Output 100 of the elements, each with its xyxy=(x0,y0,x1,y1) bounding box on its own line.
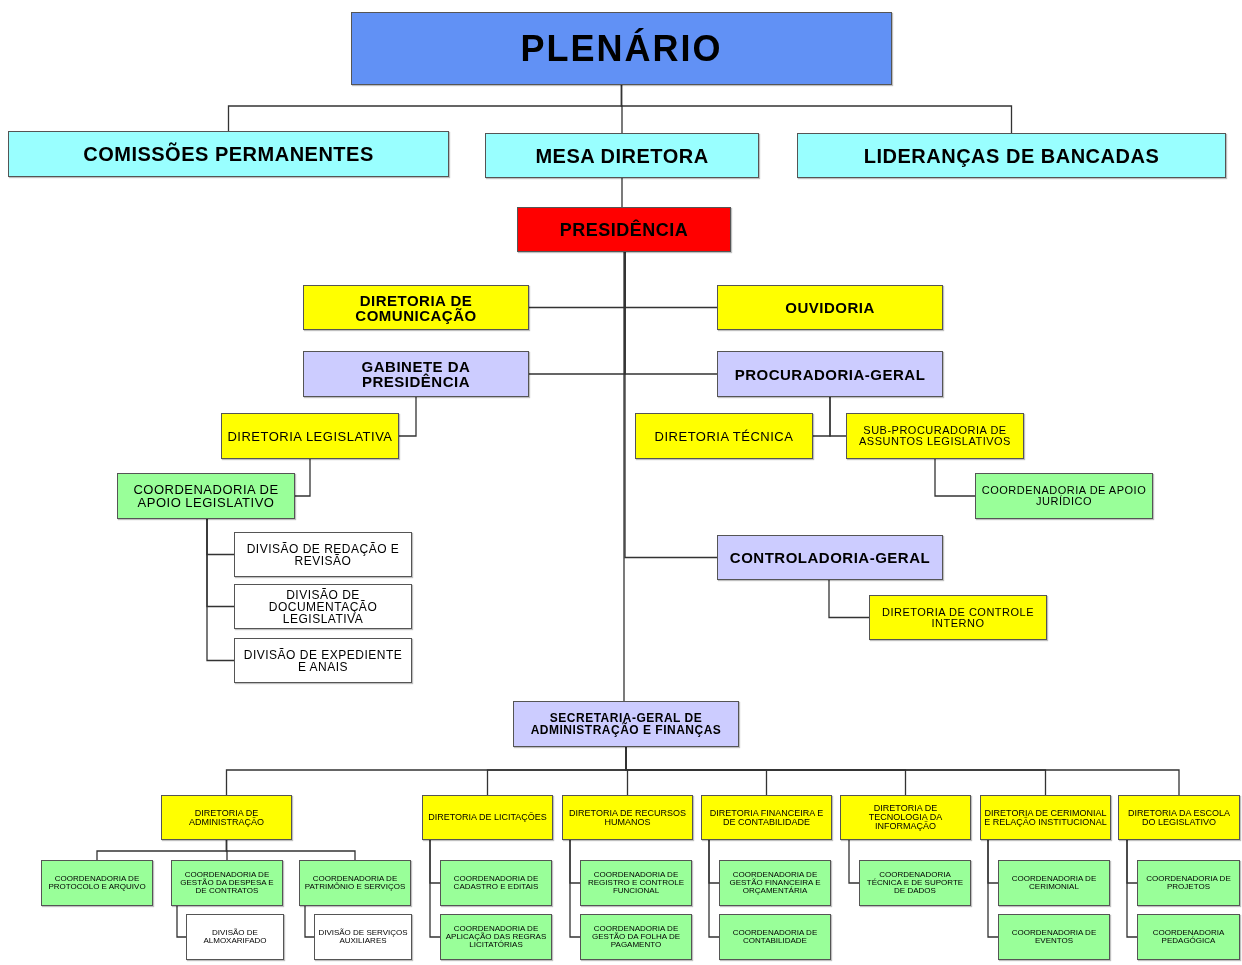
unit-name: DIVISÃO DE REDAÇÃO E REVISÃO xyxy=(245,542,401,567)
unit-name: COORDENADORIA DE CERIMONIAL xyxy=(1010,875,1098,891)
org-box xyxy=(234,532,412,577)
org-box xyxy=(8,131,449,177)
org-box xyxy=(117,473,295,519)
org-box xyxy=(1137,860,1240,906)
unit-name: COORDENADORIA DE PROJETOS xyxy=(1145,875,1232,891)
org-box xyxy=(846,413,1024,459)
org-box xyxy=(1137,914,1240,960)
unit-name: COORDENADORIA DE APOIO JURÍDICO xyxy=(980,485,1148,507)
unit-name: LIDERANÇAS DE BANCADAS xyxy=(863,145,1160,166)
unit-name: DIVISÃO DE EXPEDIENTE E ANAIS xyxy=(242,648,404,673)
org-box xyxy=(859,860,971,906)
org-box xyxy=(717,285,943,330)
org-box xyxy=(513,701,739,747)
connector-line xyxy=(621,177,623,208)
unit-name: CONTROLADORIA-GERAL xyxy=(729,550,931,565)
org-box xyxy=(869,595,1047,640)
connector-line xyxy=(828,579,870,619)
org-box xyxy=(998,914,1110,960)
unit-name: DIRETORIA FINANCEIRA E DE CONTABILIDADE xyxy=(708,808,825,827)
org-box xyxy=(440,860,552,906)
unit-name: COORDENADORIA DE GESTÃO DA DESPESA E DE CONTRATOS xyxy=(179,871,275,895)
unit-name: PLENÁRIO xyxy=(520,30,723,67)
org-box xyxy=(303,351,529,397)
org-box xyxy=(351,12,892,85)
unit-name: DIRETORIA DE RECURSOS HUMANOS xyxy=(568,808,687,827)
unit-name: PRESIDÊNCIA xyxy=(559,220,689,239)
unit-name: GABINETE DA PRESIDÊNCIA xyxy=(360,359,472,389)
org-box xyxy=(975,473,1153,519)
connector-line xyxy=(176,905,187,938)
connector-line xyxy=(304,905,315,938)
org-box xyxy=(719,914,831,960)
unit-name: SECRETARIA-GERAL DE ADMINISTRAÇÃO E FINANÇAS xyxy=(529,712,723,736)
org-box xyxy=(562,795,693,840)
org-box xyxy=(422,795,553,840)
connector-line xyxy=(623,251,625,702)
unit-name: DIVISÃO DE DOCUMENTAÇÃO LEGISLATIVA xyxy=(267,588,379,625)
org-box xyxy=(701,795,832,840)
org-box xyxy=(980,795,1111,840)
unit-name: DIRETORIA DE CONTROLE INTERNO xyxy=(880,606,1036,629)
org-box xyxy=(717,535,943,580)
unit-name: COORDENADORIA DE APOIO LEGISLATIVO xyxy=(132,483,280,509)
unit-name: DIRETORIA TÉCNICA xyxy=(654,429,794,443)
connector-line xyxy=(569,839,581,938)
org-box xyxy=(186,914,284,960)
org-box xyxy=(840,795,971,840)
org-box xyxy=(485,133,759,178)
org-box xyxy=(41,860,153,906)
org-box xyxy=(314,914,412,960)
connector-line xyxy=(398,396,417,437)
org-box xyxy=(234,584,412,629)
connector-line xyxy=(429,839,441,938)
unit-name: DIRETORIA DE TECNOLOGIA DA INFORMAÇÃO xyxy=(867,804,944,831)
org-box xyxy=(797,133,1226,178)
org-box xyxy=(171,860,283,906)
unit-name: COORDENADORIA DE REGISTRO E CONTROLE FUNCIONAL xyxy=(587,871,685,895)
connector-line xyxy=(708,839,720,938)
unit-name: SUB-PROCURADORIA DE ASSUNTOS LEGISLATIVOS xyxy=(858,425,1012,447)
connector-line xyxy=(987,839,999,938)
org-box xyxy=(161,795,292,840)
unit-name: COORDENADORIA TÉCNICA E DE SUPORTE DE DADOS xyxy=(865,871,965,895)
unit-name: DIVISÃO DE ALMOXARIFADO xyxy=(202,929,268,945)
connector-line xyxy=(829,396,847,437)
org-box xyxy=(580,914,692,960)
unit-name: COORDENADORIA DE PATRIMÔNIO E SERVIÇOS xyxy=(303,875,407,891)
connector-line xyxy=(206,518,235,662)
unit-name: COORDENADORIA DE GESTÃO FINANCEIRA E ORÇAMENTÁRIA xyxy=(728,871,822,895)
unit-name: COORDENADORIA DE CADASTRO E EDITAIS xyxy=(452,875,540,891)
org-box xyxy=(717,351,943,397)
unit-name: DIRETORIA DE CERIMONIAL E RELAÇÃO INSTITUCIONAL xyxy=(984,808,1107,827)
unit-name: COORDENADORIA DE PROTOCOLO E ARQUIVO xyxy=(47,875,147,891)
unit-name: OUVIDORIA xyxy=(785,300,875,315)
unit-name: DIRETORIA DA ESCOLA DO LEGISLATIVO xyxy=(1127,808,1231,827)
connector-line xyxy=(848,839,860,884)
unit-name: DIRETORIA DE LICITAÇÕES xyxy=(428,813,547,822)
connector-line xyxy=(225,839,356,861)
org-box xyxy=(234,638,412,683)
unit-name: MESA DIRETORA xyxy=(535,145,709,166)
connector-line xyxy=(1126,839,1138,938)
connector-line xyxy=(934,458,976,497)
unit-name: COORDENADORIA DE CONTABILIDADE xyxy=(731,929,819,945)
org-box xyxy=(998,860,1110,906)
unit-name: COMISSÕES PERMANENTES xyxy=(83,144,374,164)
unit-name: COORDENADORIA PEDAGÓGICA xyxy=(1151,929,1226,945)
org-box xyxy=(580,860,692,906)
org-box xyxy=(303,285,529,330)
unit-name: COORDENADORIA DE APLICAÇÃO DAS REGRAS LICITATÓRIAS xyxy=(444,925,548,949)
unit-name: PROCURADORIA-GERAL xyxy=(734,366,926,382)
unit-name: COORDENADORIA DE EVENTOS xyxy=(1010,929,1098,945)
unit-name: DIRETORIA DE ADMINISTRAÇÃO xyxy=(188,808,265,827)
unit-name: COORDENADORIA DE GESTÃO DA FOLHA DE PAGAMENTO xyxy=(591,925,681,949)
connector-line xyxy=(620,84,1013,134)
org-box xyxy=(635,413,813,459)
org-box xyxy=(221,413,399,459)
org-box xyxy=(440,914,552,960)
connector-line xyxy=(294,458,311,497)
org-box xyxy=(299,860,411,906)
unit-name: DIRETORIA LEGISLATIVA xyxy=(227,429,393,443)
unit-name: DIVISÃO DE SERVIÇOS AUXILIARES xyxy=(318,929,408,945)
